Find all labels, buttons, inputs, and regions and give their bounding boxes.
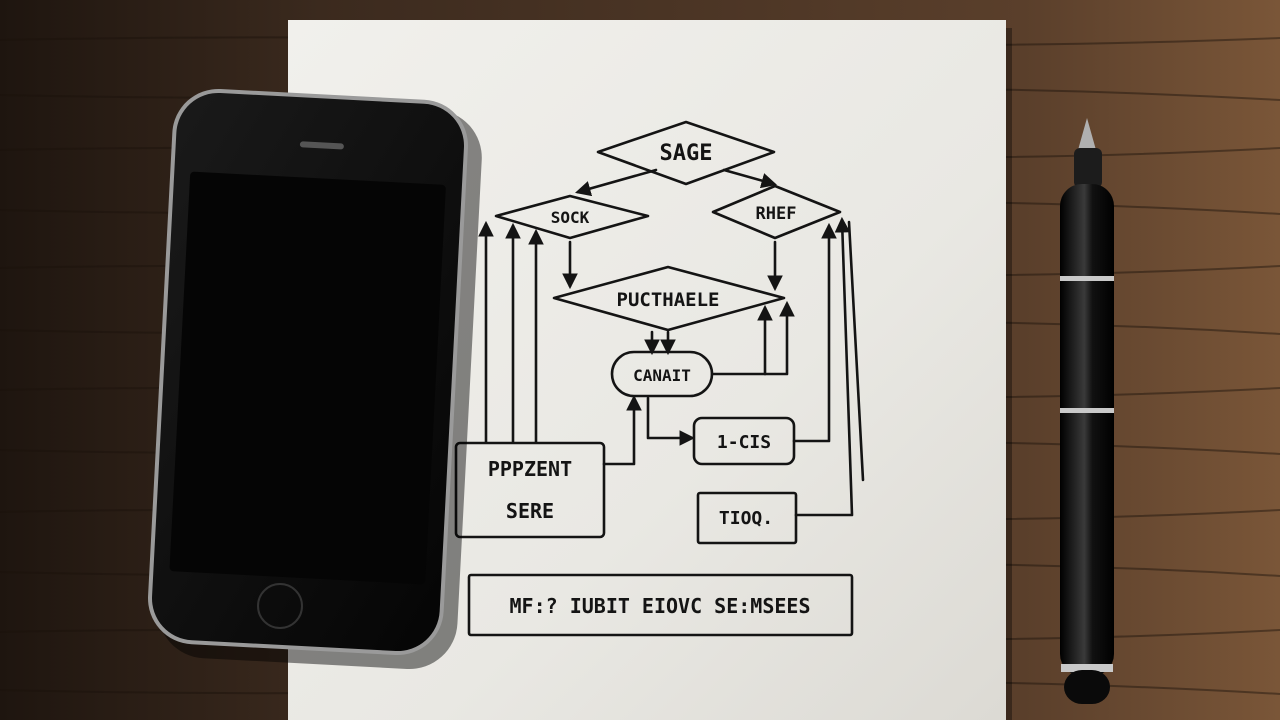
label-box-right-lower: TIOQ. [719,508,773,529]
pen-ring-end [1061,664,1113,672]
phone-speaker [299,141,344,150]
pen-nib [1078,118,1096,150]
label-middle: PUCTHAELE [617,289,720,311]
diamond-left [494,194,650,240]
label-oval: CANAIT [633,366,691,385]
connectors [478,168,865,517]
banner-box [467,573,854,637]
pen-cap-end [1064,670,1110,704]
box-right-lower [696,491,798,545]
label-left: SOCK [551,208,590,227]
flowchart [454,120,865,637]
label-box-right-upper: 1-CIS [717,432,771,453]
phone-screen [169,171,446,585]
label-box-left-line1: PPPZENT [488,457,572,481]
box-left [454,441,606,539]
pen-grip [1074,148,1102,188]
label-right: RHEF [756,204,797,224]
fountain-pen [1060,118,1114,704]
diamond-right [711,184,842,240]
label-banner: MF:? IUBIT EIOVC SE:MSEES [509,594,810,618]
pen-ring-lower [1060,408,1114,413]
diamond-top [596,120,776,186]
phone-home-button [257,583,303,629]
smartphone [147,88,482,670]
pen-ring-upper [1060,276,1114,281]
diamond-middle [552,265,786,332]
label-box-left-line2: SERE [506,499,554,523]
pen-barrel [1060,184,1114,676]
label-top: SAGE [660,141,713,166]
flowchart-labels: SAGE SOCK RHEF PUCTHAELE CANAIT PPPZENT … [488,141,811,618]
